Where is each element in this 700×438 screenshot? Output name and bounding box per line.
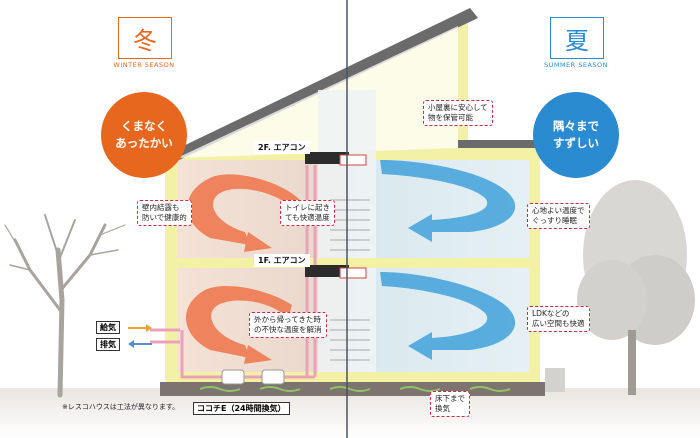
winter-badge-line2: あったかい: [115, 136, 173, 150]
supply-air-label: 給気: [96, 321, 120, 334]
ac-unit-1f: [305, 265, 349, 277]
winter-season-label: WINTER SEASON: [113, 61, 175, 69]
callout-underfloor: 床下まで 換気: [430, 391, 470, 417]
warm-airflow-arrows: [186, 174, 300, 364]
ventilation-system-label: ココチE（24時間換気）: [193, 402, 290, 415]
second-floor-ac-label: 2F. エアコン: [254, 141, 310, 154]
floor-2f-slab: [165, 258, 540, 268]
cool-airflow-arrows: [380, 160, 516, 360]
callout-condensation: 壁内結露も 防いで健康的: [137, 200, 192, 226]
summer-kanji-box: 夏: [550, 17, 604, 59]
roof: [150, 8, 478, 170]
callout-attic: 小屋裏に安心して 物を保管可能: [423, 100, 493, 126]
bare-tree-left: [4, 214, 126, 398]
vent-unit-1: [221, 369, 245, 385]
vent-unit-2: [261, 369, 285, 385]
winter-badge: くまなく あったかい: [101, 92, 187, 178]
callout-sleep: 心地よい温度で ぐっすり睡眠: [527, 203, 590, 229]
roof-right: [458, 140, 548, 148]
summer-badge-line1: 隅々まで: [553, 119, 599, 133]
exhaust-air-label: 排気: [96, 338, 120, 351]
outdoor-unit: [545, 368, 565, 392]
callout-outside: 外から帰ってきた時 の不快な温度を解消: [249, 312, 327, 338]
ground: [0, 388, 700, 438]
winter-kanji-box: 冬: [118, 17, 172, 59]
stairs: [330, 199, 370, 361]
footnote: ※レスコハウスは工法が異なります。: [62, 403, 180, 411]
ac-unit-2f: [305, 152, 349, 164]
underfloor-airflow: [199, 386, 511, 392]
summer-badge: 隅々まで すずしい: [533, 92, 619, 178]
summer-season-label: SUMMER SEASON: [543, 61, 609, 69]
winter-badge-line1: くまなく: [121, 119, 167, 133]
summer-badge-line2: すずしい: [553, 136, 599, 150]
first-floor-ac-label: 1F. エアコン: [254, 254, 310, 267]
callout-ldk: LDKなどの 広い空間も快適: [527, 306, 590, 332]
leafy-tree-right: [577, 180, 695, 395]
floor-1f-slab: [165, 372, 540, 382]
callout-toilet: トイレに起き ても快適温度: [280, 200, 335, 226]
